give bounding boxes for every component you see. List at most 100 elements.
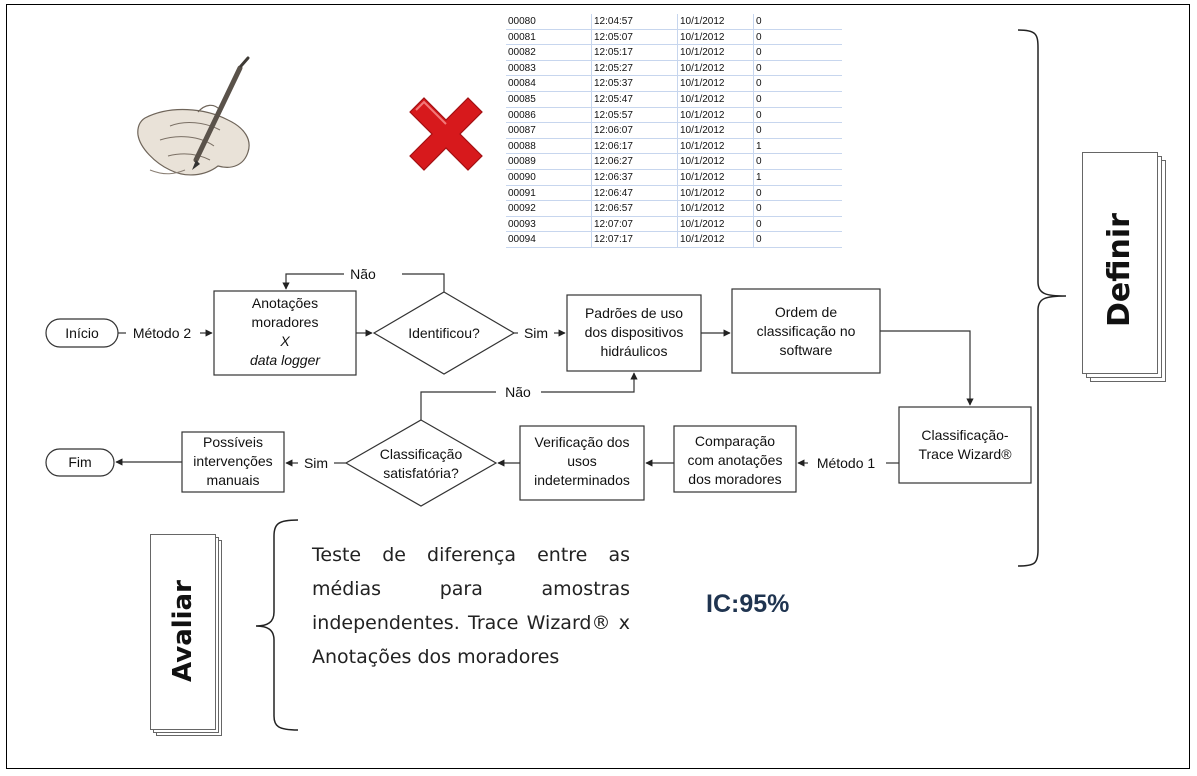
- table-cell: 00083: [506, 60, 592, 76]
- table-cell: 00089: [506, 154, 592, 169]
- table-cell: 0: [756, 93, 762, 105]
- svg-text:Possíveis: Possíveis: [203, 434, 263, 450]
- table-cell: 10/1/2012: [678, 123, 754, 138]
- table-cell: 12:06:57: [592, 201, 678, 216]
- svg-text:indeterminados: indeterminados: [534, 472, 630, 488]
- svg-text:Ordem de: Ordem de: [775, 304, 837, 320]
- svg-text:X: X: [279, 333, 290, 349]
- table-cell: 12:06:27: [592, 154, 678, 169]
- evaluation-description: Teste de diferença entre as médias para …: [312, 544, 630, 668]
- verify-undetermined-box: Verificação dos usos indeterminados: [519, 425, 645, 501]
- svg-text:Início: Início: [65, 325, 99, 341]
- table-cell: 10/1/2012: [678, 216, 754, 232]
- table-cell: 12:05:07: [592, 29, 678, 45]
- svg-text:dos dispositivos: dos dispositivos: [585, 324, 684, 340]
- table-cell: 0: [756, 218, 762, 230]
- method-1-label: Método 1: [817, 455, 876, 471]
- table-cell: 12:07:17: [592, 232, 678, 247]
- table-cell: 1: [756, 140, 762, 152]
- table-cell: 0: [756, 125, 762, 137]
- table-cell: 10/1/2012: [678, 232, 754, 247]
- table-cell: 10/1/2012: [678, 14, 754, 29]
- table-cell: 0: [756, 62, 762, 74]
- svg-text:moradores: moradores: [252, 314, 319, 330]
- classification-order-box: Ordem de classificação no software: [731, 288, 881, 374]
- svg-text:intervenções: intervenções: [193, 453, 272, 469]
- table-cell: 12:06:17: [592, 138, 678, 154]
- table-cell: 10/1/2012: [678, 154, 754, 169]
- table-cell: 10/1/2012: [678, 185, 754, 201]
- svg-text:Padrões de uso: Padrões de uso: [585, 305, 683, 321]
- svg-text:Fim: Fim: [68, 454, 91, 470]
- table-cell: 10/1/2012: [678, 29, 754, 45]
- table-cell: 10/1/2012: [678, 201, 754, 216]
- table-cell: 12:06:37: [592, 169, 678, 185]
- table-cell: 10/1/2012: [678, 91, 754, 107]
- table-cell: 12:05:57: [592, 107, 678, 123]
- table-cell: 00090: [506, 169, 592, 185]
- svg-text:Anotações: Anotações: [252, 295, 318, 311]
- annotations-vs-logger-box: Anotações moradores X data logger: [213, 290, 357, 376]
- trace-wizard-classification-box: Classificação- Trace Wizard®: [898, 406, 1032, 484]
- svg-text:satisfatória?: satisfatória?: [383, 465, 459, 481]
- table-cell: 10/1/2012: [678, 60, 754, 76]
- table-cell: 00094: [506, 232, 592, 247]
- svg-text:usos: usos: [567, 453, 597, 469]
- svg-text:software: software: [780, 342, 833, 358]
- figure-frame: [6, 4, 1190, 769]
- table-cell: 00088: [506, 138, 592, 154]
- table-cell: 12:06:07: [592, 123, 678, 138]
- usage-patterns-box: Padrões de uso dos dispositivos hidráuli…: [566, 294, 702, 372]
- no-label-top: Não: [350, 266, 376, 282]
- svg-text:Trace Wizard®: Trace Wizard®: [918, 446, 1012, 462]
- table-cell: 12:06:47: [592, 185, 678, 201]
- confidence-interval-label: IC:95%: [706, 590, 790, 618]
- table-cell: 10/1/2012: [678, 45, 754, 60]
- table-cell: 12:05:17: [592, 45, 678, 60]
- red-x-icon: [409, 97, 483, 171]
- table-cell: 00087: [506, 123, 592, 138]
- start-terminal: Início: [45, 318, 119, 348]
- table-cell: 12:05:47: [592, 91, 678, 107]
- evaluate-card: [150, 534, 216, 730]
- table-cell: 00082: [506, 45, 592, 60]
- table-cell: 1: [756, 171, 762, 183]
- evaluate-brace: [255, 519, 299, 731]
- table-cell: 10/1/2012: [678, 107, 754, 123]
- svg-text:manuais: manuais: [207, 472, 260, 488]
- svg-text:classificação no: classificação no: [757, 323, 856, 339]
- table-cell: 0: [756, 78, 762, 90]
- define-card: [1082, 152, 1158, 374]
- table-cell: 00092: [506, 201, 592, 216]
- table-cell: 0: [756, 31, 762, 43]
- table-cell: 12:05:27: [592, 60, 678, 76]
- compare-annotations-box: Comparação com anotações dos moradores: [673, 425, 797, 493]
- writing-hand-icon: [137, 56, 250, 176]
- table-cell: 0: [756, 156, 762, 168]
- svg-text:Verificação dos: Verificação dos: [535, 434, 630, 450]
- svg-text:hidráulicos: hidráulicos: [601, 343, 668, 359]
- svg-text:Classificação: Classificação: [380, 446, 463, 462]
- table-cell: 0: [756, 234, 762, 246]
- svg-text:Identificou?: Identificou?: [408, 325, 480, 341]
- table-cell: 10/1/2012: [678, 76, 754, 91]
- svg-text:Comparação: Comparação: [695, 433, 775, 449]
- end-terminal: Fim: [45, 448, 115, 477]
- no-label-mid: Não: [505, 384, 531, 400]
- table-cell: 0: [756, 109, 762, 121]
- table-cell: 00091: [506, 185, 592, 201]
- svg-text:dos moradores: dos moradores: [688, 471, 781, 487]
